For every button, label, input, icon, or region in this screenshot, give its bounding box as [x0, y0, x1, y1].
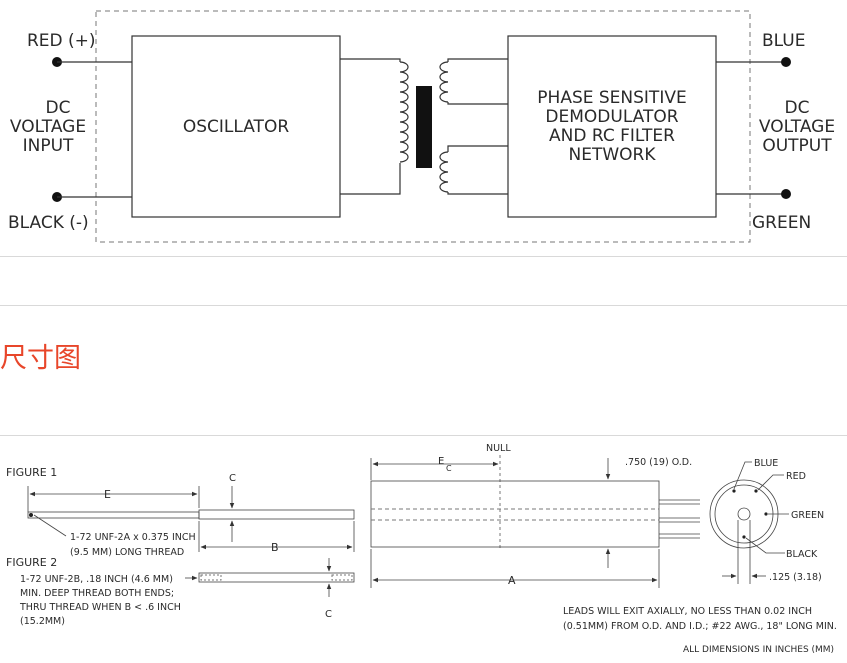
figure2-core-rod	[198, 572, 355, 583]
figure1-threaded-rod	[27, 511, 200, 519]
thread2-text-4: (15.2MM)	[20, 616, 65, 627]
dim-b-label: B	[271, 541, 279, 554]
lead-green-label: GREEN	[791, 510, 824, 521]
leads-note-2: (0.51MM) FROM O.D. AND I.D.; #22 AWG., 1…	[563, 621, 837, 632]
demod-label-2: DEMODULATOR	[545, 107, 678, 127]
demod-label-1: PHASE SENSITIVE	[537, 88, 686, 108]
lead-red-label: RED	[786, 471, 806, 482]
separator-middle	[0, 305, 847, 306]
enclosure-dashed-border	[95, 10, 751, 243]
null-label: NULL	[486, 443, 511, 454]
transformer-core	[416, 86, 432, 168]
green-terminal-dot	[781, 189, 791, 199]
red-input-label: RED (+)	[27, 31, 96, 51]
thread2-text-2: MIN. DEEP THREAD BOTH ENDS;	[20, 588, 174, 599]
thread2-text-3: THRU THREAD WHEN B < .6 INCH	[19, 602, 181, 613]
dim-ec-sub-label: C	[446, 464, 452, 473]
dim-c-label-bottom: C	[325, 609, 332, 620]
dc-output-label-2: VOLTAGE	[759, 117, 835, 137]
dc-input-label-2: VOLTAGE	[10, 117, 86, 137]
block-diagram: RED (+) DC VOLTAGE INPUT BLACK (-) OSCIL…	[8, 10, 835, 243]
thread2-text-1: 1-72 UNF-2B, .18 INCH (4.6 MM)	[20, 574, 173, 585]
secondary-coil-top	[439, 61, 449, 103]
demod-label-4: NETWORK	[569, 145, 657, 165]
dc-input-label-3: INPUT	[23, 136, 74, 156]
od-label: .750 (19) O.D.	[625, 457, 692, 468]
blue-output-label: BLUE	[762, 31, 805, 51]
thread1-text-2: (9.5 MM) LONG THREAD	[70, 547, 184, 558]
end-view-bore	[737, 507, 751, 521]
dim-e-label: E	[104, 488, 111, 501]
dim-c-label-top: C	[229, 473, 236, 484]
demodulator-block	[507, 35, 717, 218]
lead-black-label: BLACK	[786, 549, 818, 560]
dc-input-label-1: DC	[46, 98, 71, 118]
lvdt-body	[370, 480, 660, 548]
figure1-core-rod	[198, 509, 355, 520]
demod-label-3: AND RC FILTER	[549, 126, 675, 146]
oscillator-label: OSCILLATOR	[183, 117, 289, 137]
figure1-label: FIGURE 1	[6, 466, 57, 479]
lead-blue-label: BLUE	[754, 458, 778, 469]
figure2-label: FIGURE 2	[6, 556, 57, 569]
green-output-label: GREEN	[752, 213, 811, 233]
dim-a-label: A	[508, 574, 516, 587]
secondary-coil-bottom	[439, 151, 449, 193]
oscillator-block	[131, 35, 341, 218]
section-title: 尺寸图	[0, 343, 81, 374]
blue-terminal-dot	[781, 57, 791, 67]
dc-output-label-1: DC	[785, 98, 810, 118]
leads-note-1: LEADS WILL EXIT AXIALLY, NO LESS THAN 0.…	[563, 606, 812, 617]
dim-ec-label: E	[438, 456, 444, 467]
black-input-label: BLACK (-)	[8, 213, 89, 233]
separator-bottom	[0, 435, 847, 436]
dc-output-label-3: OUTPUT	[762, 136, 832, 156]
thread1-text-1: 1-72 UNF-2A x 0.375 INCH	[70, 532, 196, 543]
separator-top	[0, 256, 847, 257]
dimension-drawing: FIGURE 1 E C 1-72 UNF-2A x 0.375 INCH (9…	[6, 443, 837, 655]
primary-coil	[399, 61, 409, 163]
all-dims-note: ALL DIMENSIONS IN INCHES (MM)	[683, 645, 834, 655]
pin-dim-label: .125 (3.18)	[769, 572, 822, 583]
